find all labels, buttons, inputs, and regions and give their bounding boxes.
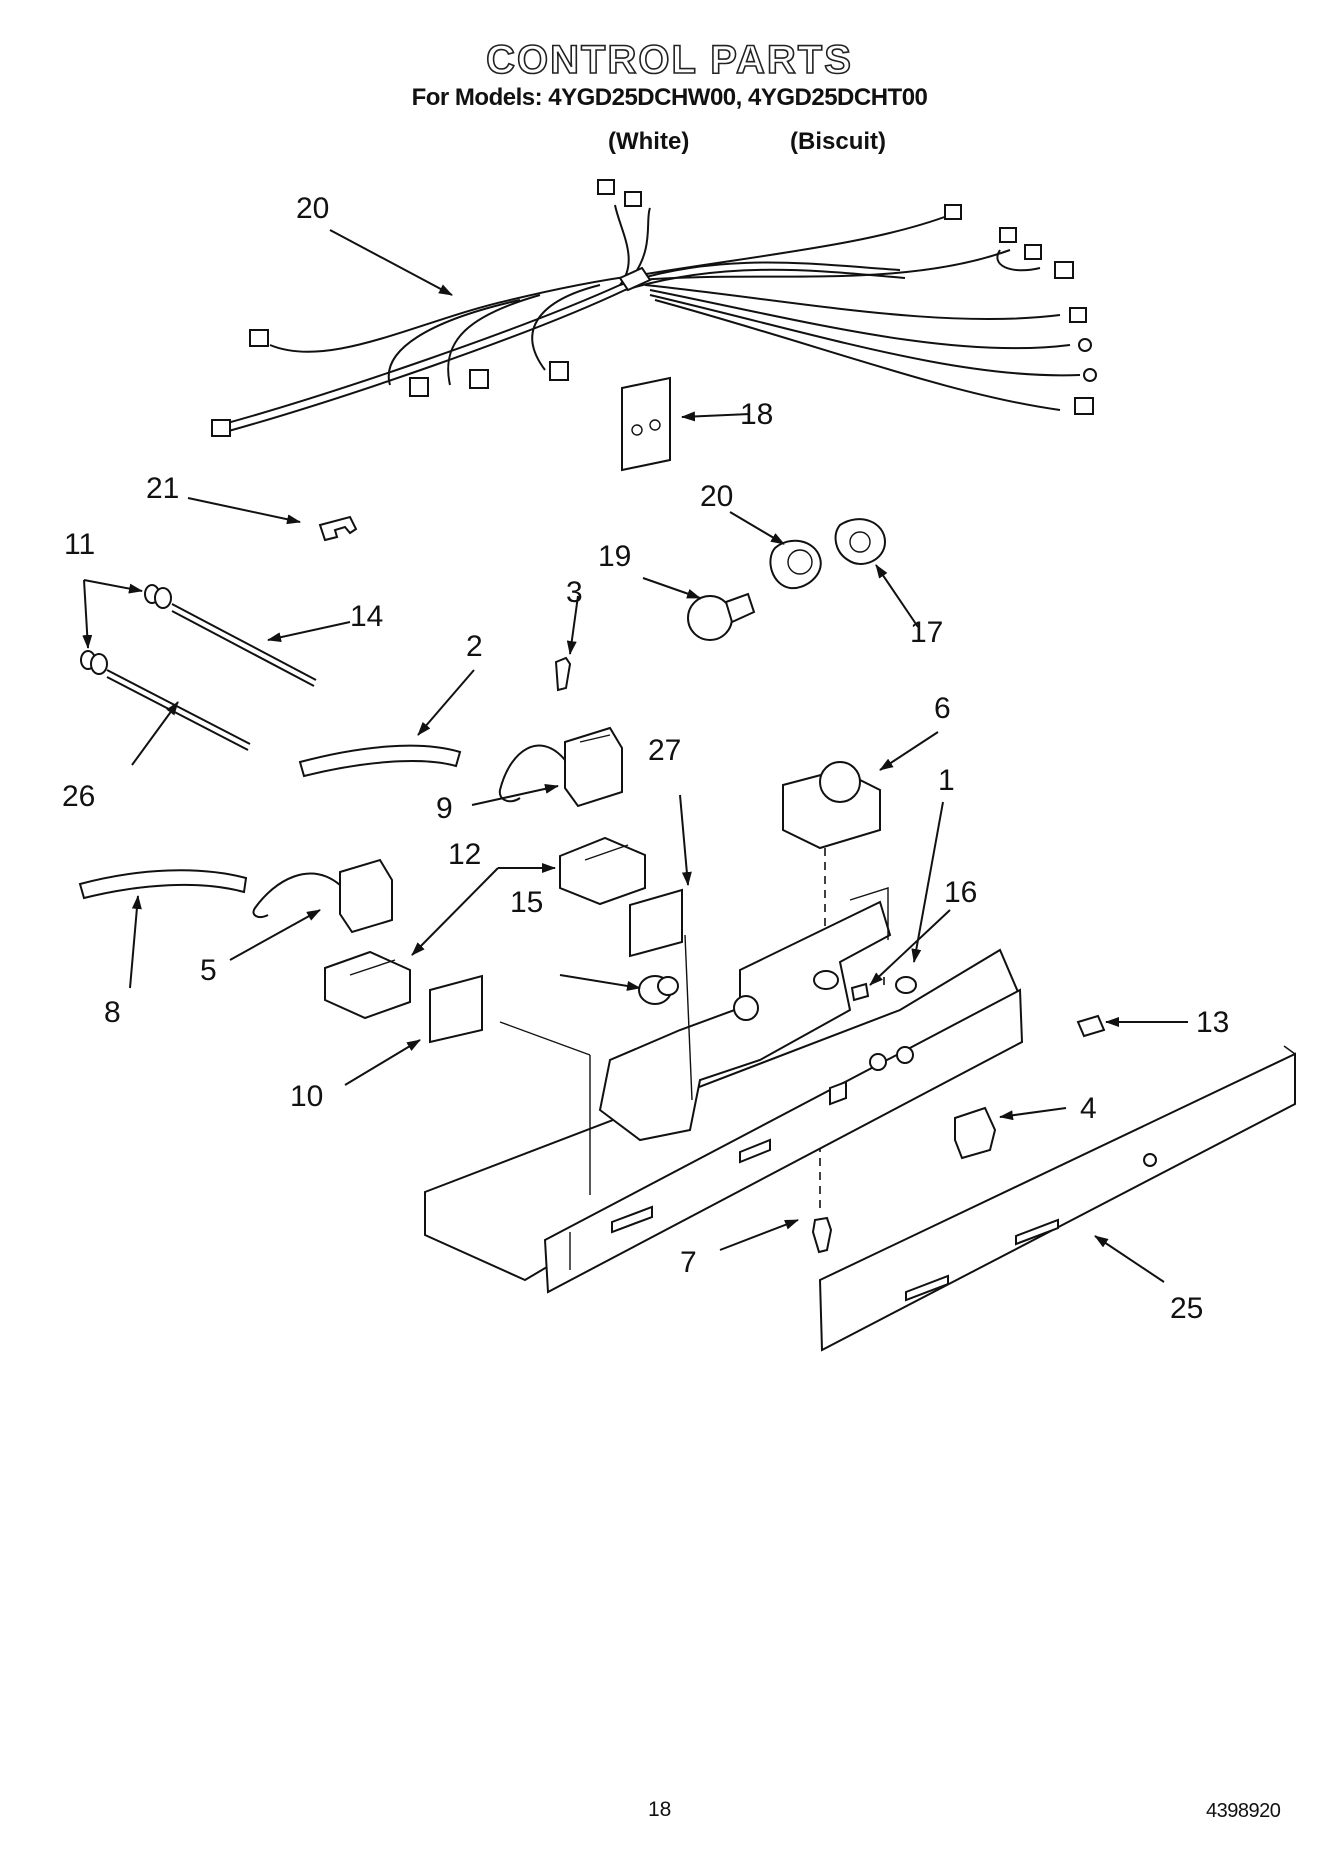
callout-19: 19 bbox=[598, 540, 631, 573]
callout-17: 17 bbox=[910, 616, 943, 649]
callout-6: 6 bbox=[934, 692, 951, 725]
connector bbox=[409, 377, 429, 397]
callout-15: 15 bbox=[510, 886, 543, 919]
label-27 bbox=[629, 888, 683, 958]
variant-biscuit-label: (Biscuit) bbox=[790, 128, 886, 155]
callout-numbers: 20 18 21 11 14 26 2 3 9 19 20 17 6 27 1 … bbox=[62, 192, 1229, 1325]
callout-26: 26 bbox=[62, 780, 95, 813]
callout-1: 1 bbox=[938, 764, 955, 797]
connector bbox=[549, 361, 569, 381]
connector bbox=[469, 369, 489, 389]
defrost-timer bbox=[782, 761, 881, 995]
plate-part bbox=[621, 376, 671, 472]
callout-21: 20 bbox=[700, 480, 733, 513]
diagram-header: CONTROL PARTS For Models: 4YGD25DCHW00, … bbox=[0, 37, 1339, 112]
callout-5: 5 bbox=[200, 954, 217, 987]
terminal bbox=[1083, 368, 1097, 382]
callout-16: 16 bbox=[944, 876, 977, 909]
callout-8: 8 bbox=[104, 996, 121, 1029]
variant-white-label: (White) bbox=[608, 128, 690, 155]
callout-27: 27 bbox=[648, 734, 681, 767]
connector bbox=[624, 191, 642, 207]
page-number: 18 bbox=[648, 1798, 672, 1821]
connector bbox=[249, 329, 269, 347]
callout-12: 12 bbox=[448, 838, 481, 871]
callout-2: 2 bbox=[466, 630, 483, 663]
connector bbox=[999, 227, 1017, 243]
models-line: For Models: 4YGD25DCHW00, 4YGD25DCHT00 bbox=[411, 84, 928, 111]
terminal bbox=[1078, 338, 1092, 352]
connector bbox=[211, 419, 231, 437]
front-panel bbox=[818, 1045, 1296, 1352]
clip-part bbox=[318, 515, 358, 542]
connector bbox=[1054, 261, 1074, 279]
page-title: CONTROL PARTS bbox=[485, 37, 853, 83]
connector bbox=[597, 179, 615, 195]
callout-7: 7 bbox=[680, 1246, 697, 1279]
callout-13: 13 bbox=[1196, 1006, 1229, 1039]
callout-10: 10 bbox=[290, 1080, 323, 1113]
small-hardware bbox=[638, 975, 1106, 1254]
wire-harness bbox=[211, 179, 1097, 437]
callout-20: 20 bbox=[296, 192, 329, 225]
callout-22: 21 bbox=[146, 472, 179, 505]
label-10 bbox=[429, 974, 483, 1044]
callout-25: 25 bbox=[1170, 1292, 1203, 1325]
callout-3: 3 bbox=[566, 576, 583, 609]
connector bbox=[1069, 307, 1087, 323]
switch-upper bbox=[298, 656, 623, 808]
light-assembly bbox=[687, 518, 887, 641]
sensor-rods bbox=[80, 584, 317, 751]
callout-9: 9 bbox=[436, 792, 453, 825]
connector bbox=[1074, 397, 1094, 415]
switch-lower bbox=[78, 836, 646, 1020]
control-housing bbox=[424, 887, 1024, 1294]
callout-14: 14 bbox=[350, 600, 383, 633]
connector bbox=[944, 204, 962, 220]
connector bbox=[1024, 244, 1042, 260]
callout-18: 18 bbox=[740, 398, 773, 431]
document-number: 4398920 bbox=[1206, 1800, 1281, 1822]
callout-11: 11 bbox=[64, 528, 95, 561]
leader-lines bbox=[82, 229, 1188, 1283]
callout-4: 4 bbox=[1080, 1092, 1097, 1125]
